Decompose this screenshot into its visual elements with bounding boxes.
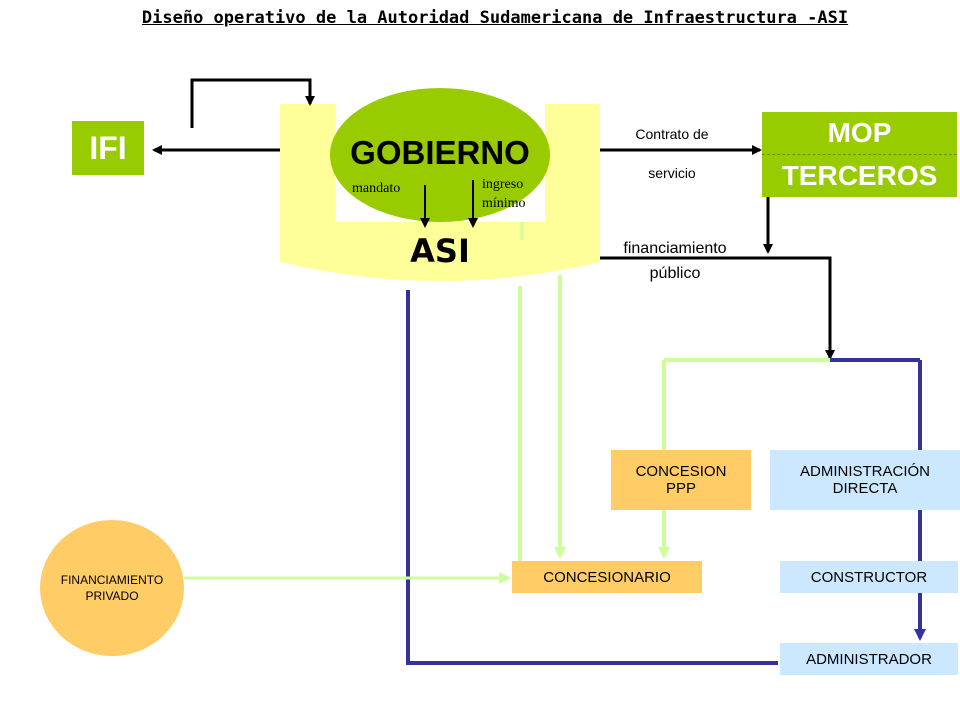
ingreso-line2: mínimo — [482, 196, 526, 211]
asi-container — [280, 104, 600, 281]
terceros-label: TERCEROS — [781, 160, 938, 191]
contrato-label-line1: Contrato de — [635, 126, 709, 142]
ifi-box: IFI — [72, 121, 144, 175]
administrador-label: ADMINISTRADOR — [806, 650, 932, 668]
constructor-box: CONSTRUCTOR — [780, 561, 958, 593]
mop-label: MOP — [827, 117, 892, 148]
diagram-title: Diseño operativo de la Autoridad Sudamer… — [141, 8, 849, 28]
financiamiento-privado-line2: PRIVADO — [85, 589, 139, 603]
mandato-label: mandato — [352, 181, 401, 196]
concesion-label: CONCESION — [635, 463, 727, 480]
asi-to-administrador — [406, 290, 778, 665]
mop-terceros-box: MOP TERCEROS — [762, 112, 957, 197]
concesionario-box: CONCESIONARIO — [512, 561, 702, 593]
financiamiento-publico-label: financiamiento público — [600, 236, 750, 286]
administracion-label: ADMINISTRACIÓN — [799, 463, 930, 480]
administrador-box: ADMINISTRADOR — [780, 643, 958, 675]
financiamiento-privado-circle: FINANCIAMIENTO PRIVADO — [40, 520, 184, 656]
financiamiento-privado-line1: FINANCIAMIENTO — [60, 573, 164, 587]
administracion-directa-box: ADMINISTRACIÓN DIRECTA — [770, 450, 960, 510]
gobierno-label: GOBIERNO — [350, 134, 530, 171]
financiamiento-line2: público — [649, 265, 701, 282]
ingreso-minimo-label: ingreso mínimo — [482, 175, 526, 213]
financiamiento-line1: financiamiento — [623, 240, 727, 257]
ifi-label: IFI — [89, 129, 127, 166]
concesionario-label: CONCESIONARIO — [543, 568, 671, 586]
gobierno-ellipse — [330, 88, 550, 222]
ppp-label: PPP — [665, 480, 696, 497]
mop-divider — [762, 154, 957, 155]
asi-label: ASI — [410, 232, 470, 270]
directa-label: DIRECTA — [832, 480, 898, 497]
ingreso-line1: ingreso — [482, 177, 524, 192]
financiamiento-line — [600, 256, 835, 360]
constructor-label: CONSTRUCTOR — [810, 568, 928, 586]
contrato-label-line2: servicio — [648, 165, 696, 181]
concesion-ppp-box: CONCESION PPP — [611, 450, 751, 510]
top-connector — [190, 78, 315, 128]
